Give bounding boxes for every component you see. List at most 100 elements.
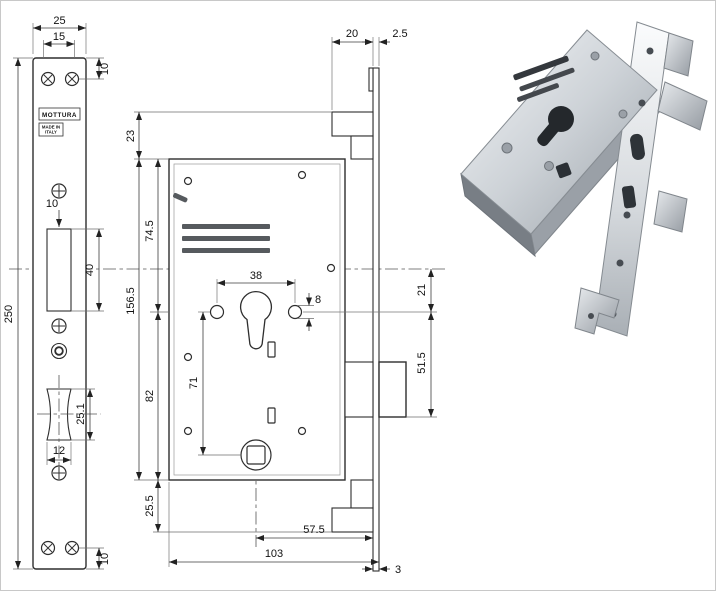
angled-slot: [173, 192, 188, 203]
photo-rivet: [590, 51, 600, 61]
photo-latch-bolt: [657, 81, 708, 131]
dim-plate-offset: 2.5: [362, 28, 408, 66]
svg-text:15: 15: [53, 31, 65, 43]
dim-top-clearance: 20: [331, 28, 374, 110]
technical-drawing: MOTTURA MADE IN ITALY: [3, 15, 445, 576]
svg-text:20: 20: [346, 28, 358, 40]
rivet: [183, 426, 193, 436]
dim-bolt-cutout-width: 12: [46, 442, 72, 465]
screw-hole: [51, 183, 67, 199]
svg-text:21: 21: [416, 284, 428, 296]
dim-cylinder-to-bolt: 51.5: [406, 312, 437, 418]
photo-plate-cutout: [621, 185, 637, 209]
dim-faceplate-width: 25: [32, 15, 87, 54]
photo-plate-hole: [646, 47, 654, 55]
svg-text:74.5: 74.5: [144, 220, 156, 241]
photo-faceplate: [594, 21, 670, 337]
made-in-label-bottom: ITALY: [45, 130, 57, 135]
top-latch-block: [331, 111, 374, 137]
photo-vent-slot: [513, 55, 569, 81]
rivet: [297, 170, 307, 180]
svg-text:25: 25: [53, 15, 65, 27]
dim-cylinder-to-bottom: 82: [144, 312, 161, 480]
photo-plate-hole: [616, 259, 624, 267]
dim-case-height: 156.5: [125, 159, 142, 480]
dim-bottom-screw-offset: 10: [79, 547, 111, 570]
photo-rivet: [618, 109, 628, 119]
rivet: [183, 176, 193, 186]
dim-cylinder-from-top: 74.5: [144, 159, 161, 312]
dim-backset: 57.5: [256, 524, 373, 541]
svg-text:25.1: 25.1: [75, 403, 87, 424]
svg-text:250: 250: [3, 305, 15, 323]
product-photo: [460, 21, 708, 337]
top-latch-guide: [350, 135, 374, 160]
vent-slot: [182, 248, 270, 253]
svg-text:38: 38: [250, 270, 262, 282]
dim-top-screw-offset: 10: [79, 57, 111, 80]
dim-latch-gap: 10: [46, 198, 62, 227]
faceplate-top-step: [368, 67, 374, 92]
latch-cutout: [46, 228, 72, 312]
fixing-hole: [287, 304, 303, 320]
photo-vent-slot: [517, 83, 559, 102]
vent-slot: [182, 224, 270, 229]
brand-label: MOTTURA: [42, 112, 77, 119]
dim-bolt-cutout-height: 25.1: [71, 388, 95, 441]
faceplate-edge: [372, 67, 380, 572]
photo-vent-slot: [519, 67, 575, 92]
svg-text:12: 12: [53, 445, 65, 457]
rivet: [326, 263, 336, 273]
rivet: [183, 352, 193, 362]
svg-text:10: 10: [99, 553, 111, 565]
photo-rivet: [501, 142, 513, 154]
svg-text:3: 3: [395, 564, 401, 576]
lock-body-view: [168, 67, 407, 572]
svg-text:82: 82: [144, 390, 156, 402]
bottom-latch-block: [331, 507, 374, 533]
follower-square: [246, 445, 266, 465]
svg-text:51.5: 51.5: [416, 352, 428, 373]
photo-top-latch: [663, 32, 694, 77]
dim-fixing-hole-diameter: 8: [297, 293, 321, 331]
photo-bottom-hook: [574, 287, 620, 335]
screw-hole: [40, 540, 56, 556]
small-slot: [267, 341, 276, 358]
svg-text:57.5: 57.5: [303, 524, 324, 536]
screw-hole: [51, 465, 67, 481]
faceplate-front-view: MOTTURA MADE IN ITALY: [32, 57, 101, 570]
dim-plate-thickness: 3: [362, 564, 401, 576]
dim-axis-to-cylinder: 21: [416, 269, 434, 312]
fixing-hole: [209, 304, 225, 320]
dim-faceplate-inner-width: 15: [43, 31, 75, 58]
svg-text:10: 10: [99, 63, 111, 75]
dim-faceplate-height: 250: [3, 57, 33, 570]
deadbolt-guide: [344, 361, 374, 418]
photo-cylinder-hole: [537, 106, 574, 147]
svg-text:40: 40: [84, 264, 96, 276]
screw-hole: [51, 318, 67, 334]
rivet: [297, 426, 307, 436]
svg-text:156.5: 156.5: [125, 287, 137, 315]
photo-plate-cutout: [630, 133, 645, 160]
deadbolt: [378, 361, 407, 418]
made-in-label-top: MADE IN: [42, 125, 60, 130]
dim-latch-cutout-height: 40: [71, 228, 104, 312]
photo-plate-hole: [638, 99, 646, 107]
screw-hole: [40, 71, 56, 87]
screw-hole: [64, 540, 80, 556]
dim-bottom-margin: 25.5: [144, 480, 161, 532]
photo-plate-hole: [623, 211, 631, 219]
photo-deadbolt: [653, 190, 688, 233]
dim-cylinder-to-follower: 71: [188, 311, 241, 456]
screw-hole: [64, 71, 80, 87]
svg-text:2.5: 2.5: [392, 28, 407, 40]
made-in-plate: [38, 122, 64, 137]
euro-cylinder-hole: [240, 290, 272, 350]
brand-plate: [38, 107, 81, 121]
small-slot: [267, 407, 276, 424]
photo-rivet: [544, 161, 554, 171]
bottom-latch-guide: [350, 479, 374, 509]
ring-hole: [50, 342, 68, 360]
